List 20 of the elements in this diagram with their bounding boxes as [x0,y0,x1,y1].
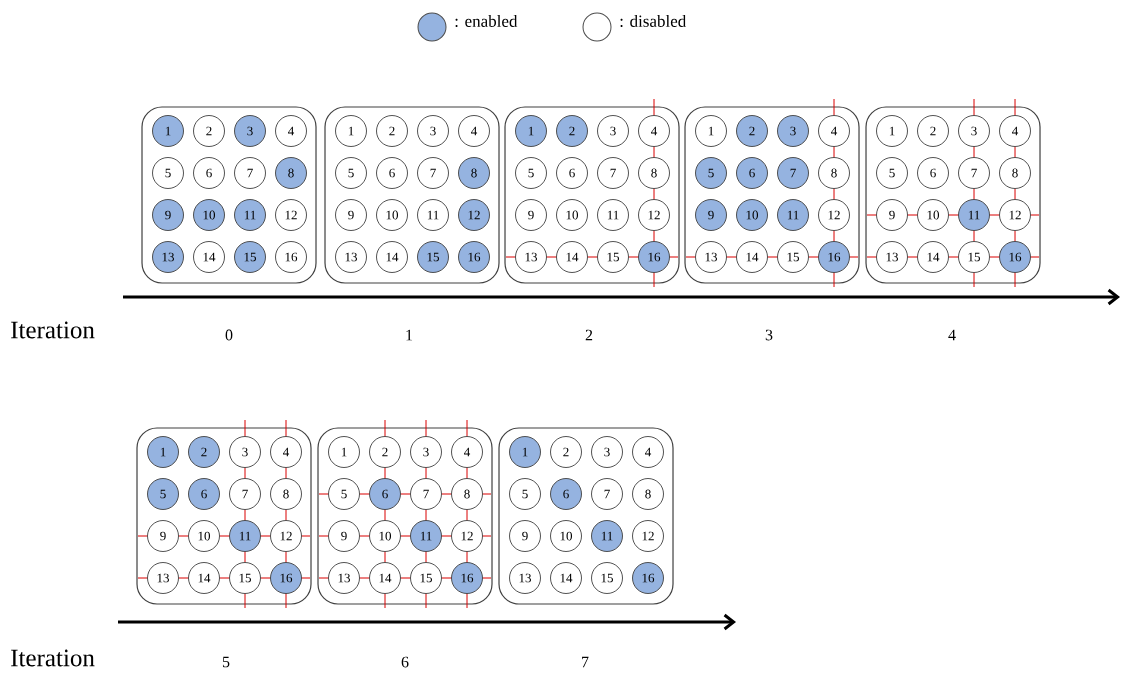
iteration-number: 7 [582,656,589,668]
iteration-number: 1 [406,329,413,341]
axis-label: Iteration [11,649,95,667]
iteration-number: 5 [222,656,230,668]
iteration-number: 6 [401,656,409,668]
rounded-panel [136,427,312,605]
legend-label: : disabled [620,15,687,27]
iteration-number: 4 [948,329,956,341]
axis-label: Iteration [11,321,95,339]
rounded-panel [141,106,317,284]
iteration-number: 2 [585,329,593,341]
legend-label: : enabled [455,15,518,27]
rounded-panel [865,106,1041,284]
rounded-panel [684,106,860,284]
rounded-panel [504,106,680,284]
rounded-panel [317,427,493,605]
iteration-number: 0 [225,329,233,341]
rounded-panel [324,106,500,284]
iteration-number: 3 [765,329,773,341]
rounded-panel [498,427,674,605]
